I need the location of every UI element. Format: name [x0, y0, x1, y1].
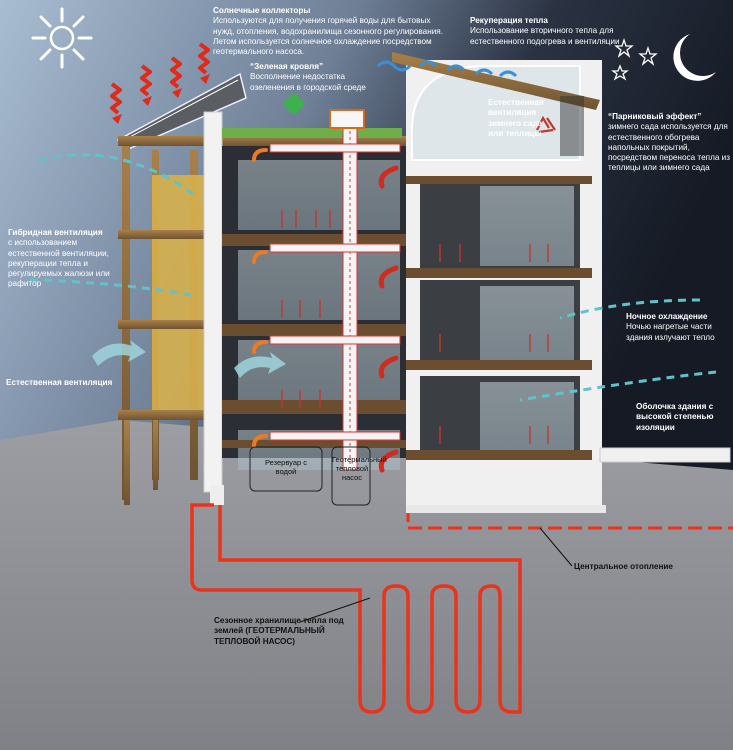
- star-icon: [614, 37, 634, 58]
- label-natural-ventilation: Естественная вентиляция: [6, 378, 113, 387]
- green-roof: [222, 128, 402, 138]
- label-garden-ventilation: Естественная вентиляция зимнего сада или…: [488, 98, 544, 138]
- label-heat-pump: Геотермальный тепловой насос: [332, 455, 387, 482]
- label-central-heating: Центральное отопление: [574, 562, 673, 571]
- recovery-unit: [329, 109, 365, 129]
- moon-icon: [673, 34, 716, 81]
- sun-icon: [31, 7, 93, 69]
- label-seasonal-storage: Сезонное хранилище тепла под землей (ГЕО…: [214, 616, 344, 646]
- label-green-roof: “Зеленая кровля”Восполнение недостатка о…: [250, 62, 366, 92]
- central-heating-pipe: [406, 508, 733, 530]
- star-icon: [638, 45, 658, 66]
- label-water-tank: Резервуар с водой: [264, 458, 308, 476]
- geothermal-loop: [190, 503, 522, 714]
- star-icon: [611, 64, 629, 81]
- solar-radiation: [110, 42, 210, 115]
- leaf-icon: [284, 94, 304, 114]
- heat-pump-unit: [331, 446, 371, 506]
- label-building-envelope: Оболочка здания с высокой степенью изоля…: [636, 402, 714, 432]
- recycle-icon: [536, 115, 556, 134]
- water-tank: [249, 446, 323, 492]
- label-greenhouse-effect: “Парниковый эффект”зимнего сада использу…: [608, 112, 731, 173]
